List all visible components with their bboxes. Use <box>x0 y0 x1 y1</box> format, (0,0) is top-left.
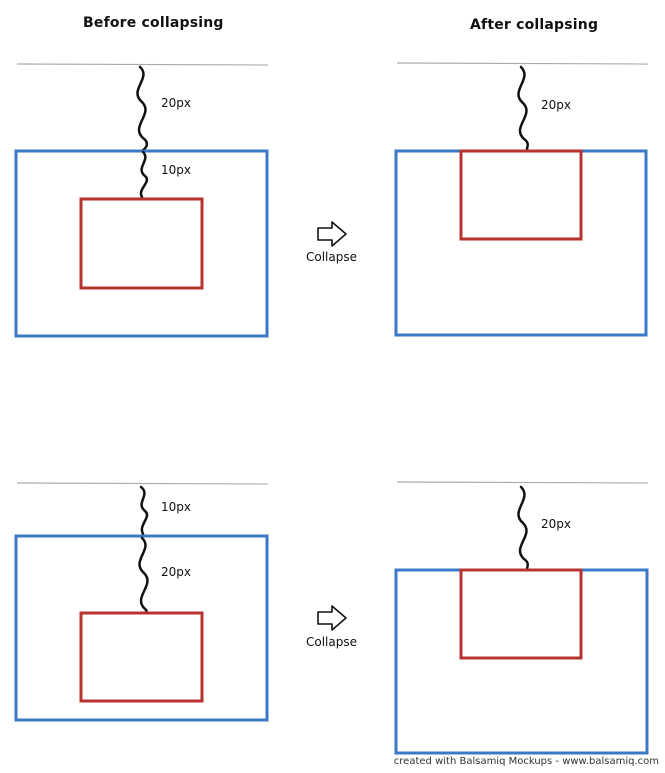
heading-after: After collapsing <box>470 17 599 33</box>
parent-box-top-after <box>394 149 648 337</box>
child-box-top-after <box>459 149 583 241</box>
reference-line-top-after <box>396 62 649 65</box>
spacing-label-inner: 10px <box>161 163 191 177</box>
reference-line-bottom-after <box>396 481 649 484</box>
spacing-squiggle-outer <box>139 485 149 536</box>
spacing-label-after: 20px <box>541 517 571 531</box>
spacing-squiggle-inner <box>139 150 149 199</box>
reference-line-bottom-before <box>16 482 269 485</box>
spacing-squiggle-after <box>517 485 529 571</box>
spacing-squiggle-outer <box>136 65 149 152</box>
spacing-squiggle-after <box>517 65 529 151</box>
heading-before: Before collapsing <box>83 15 224 31</box>
balsamiq-watermark: created with Balsamiq Mockups - www.bals… <box>393 756 659 767</box>
collapse-arrow-icon <box>317 221 347 247</box>
collapse-label: Collapse <box>306 250 357 264</box>
spacing-squiggle-inner <box>138 536 149 615</box>
child-box-top-before <box>79 197 204 290</box>
collapse-label: Collapse <box>306 635 357 649</box>
parent-box-bottom-before <box>14 534 269 722</box>
spacing-label-outer: 10px <box>161 500 191 514</box>
parent-box-top-before <box>14 149 269 338</box>
child-box-bottom-after <box>459 568 583 660</box>
parent-box-bottom-after <box>394 568 649 755</box>
reference-line-top-before <box>16 63 269 66</box>
collapse-arrow-icon <box>317 605 347 631</box>
child-box-bottom-before <box>79 611 204 703</box>
spacing-label-inner: 20px <box>161 565 191 579</box>
spacing-label-after: 20px <box>541 98 571 112</box>
spacing-label-outer: 20px <box>161 96 191 110</box>
